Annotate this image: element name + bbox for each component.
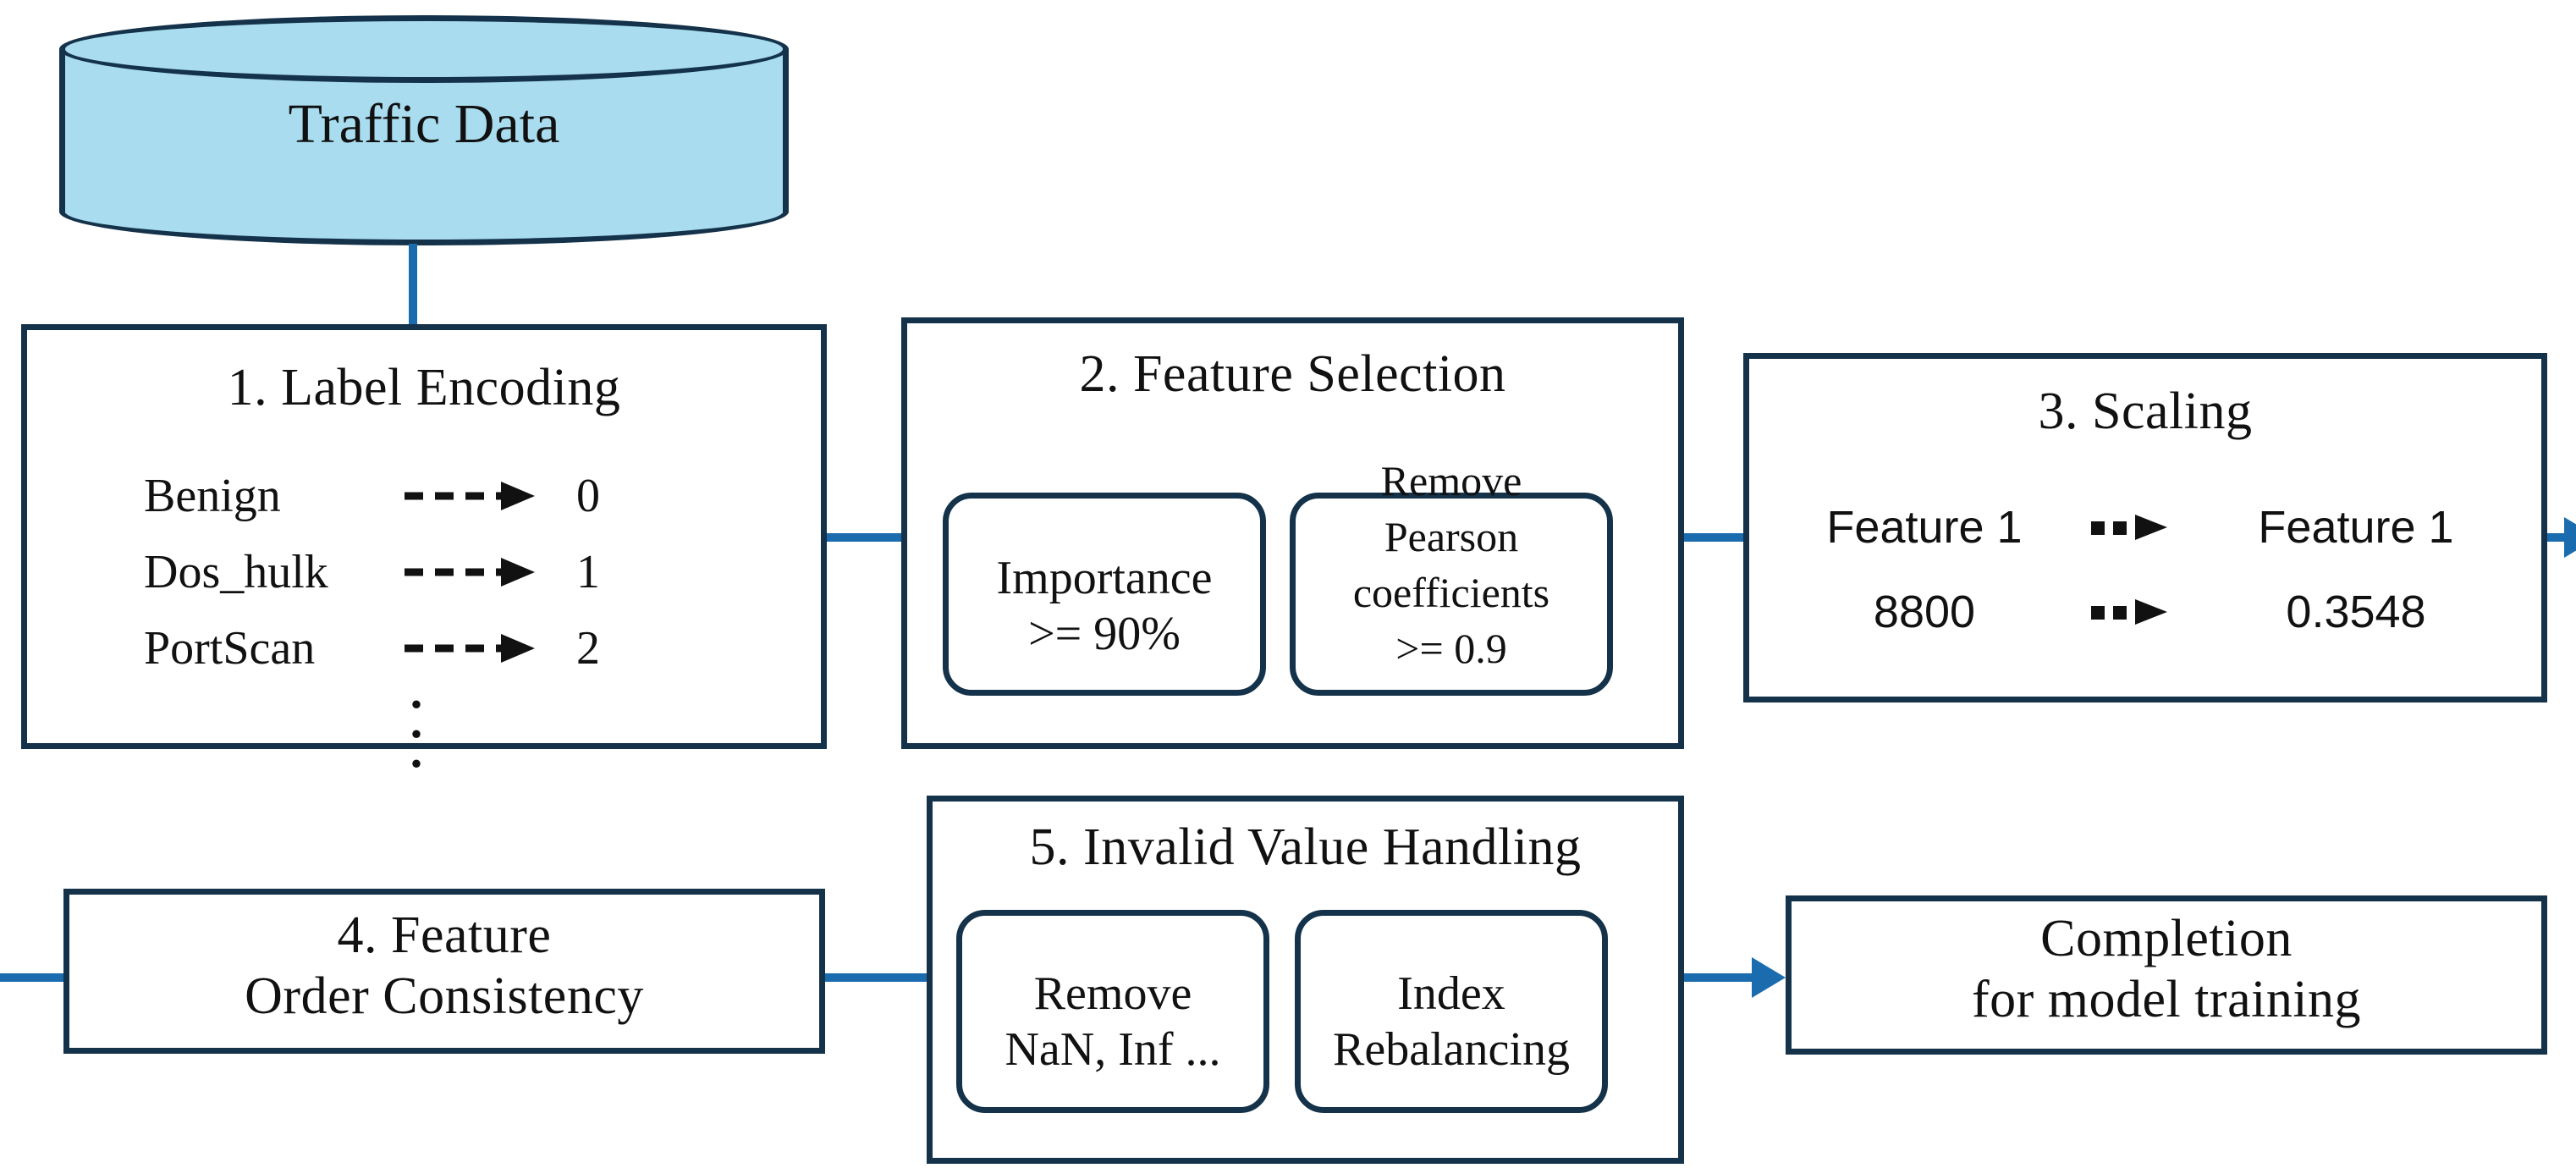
step5-subbox-index-rebalancing: Index Rebalancing (1295, 910, 1608, 1113)
scaling-row: Feature 1 Feature 1 (1785, 501, 2513, 554)
step2-title: 2. Feature Selection (1079, 345, 1506, 403)
step3-title: 3. Scaling (2038, 383, 2253, 440)
label-map-row: PortScan 2 (144, 625, 626, 672)
scaling-output-value: Feature 1 (2258, 502, 2454, 553)
label-map-value: 0 (576, 470, 600, 522)
arrowhead-right-icon (2564, 517, 2576, 558)
label-map-row: Benign 0 (144, 472, 626, 520)
connector-step1-to-step2 (827, 533, 903, 542)
subbox-line: NaN, Inf ... (1005, 1023, 1221, 1076)
subbox-line: Rebalancing (1333, 1023, 1570, 1076)
scaling-row: 8800 0.3548 (1785, 586, 2513, 638)
step2-subbox-pearson: Remove Pearson coefficients >= 0.9 (1290, 458, 1613, 696)
step4-title-line: Order Consistency (245, 967, 644, 1025)
connector-source-to-step1 (409, 244, 417, 328)
subbox-line: Index (1397, 967, 1505, 1020)
label-map-name: Dos_hulk (144, 546, 328, 598)
dashed-arrow-right-icon (398, 479, 550, 513)
step5-title: 5. Invalid Value Handling (1029, 818, 1582, 876)
subbox-line: >= 90% (1028, 608, 1181, 660)
dashed-arrow-right-icon (398, 555, 550, 589)
step5-invalid-value-handling-box: 5. Invalid Value Handling Remove NaN, In… (927, 796, 1684, 1164)
step5-subbox-remove-nan: Remove NaN, Inf ... (956, 910, 1269, 1113)
scaling-input-value: Feature 1 (1826, 502, 2023, 553)
completion-line: for model training (1971, 971, 2362, 1028)
step4-feature-order-consistency-box: 4. Feature Order Consistency (63, 889, 825, 1054)
step4-title-line: 4. Feature (337, 906, 552, 964)
label-map-name: PortScan (144, 622, 316, 675)
traffic-data-label: Traffic Data (288, 93, 560, 155)
connector-step5-to-completion (1684, 973, 1765, 982)
cylinder-top-shape (59, 15, 789, 83)
step2-subbox-importance: Importance >= 90% (943, 493, 1266, 696)
step3-scaling-box: 3. Scaling Feature 1 Feature 1 8800 (1743, 353, 2547, 702)
step1-title: 1. Label Encoding (227, 359, 621, 416)
connector-step2-to-step3 (1684, 533, 1752, 542)
completion-box: Completion for model training (1786, 895, 2547, 1055)
vertical-ellipsis-icon: ... (410, 664, 423, 778)
arrowhead-right-icon (1752, 957, 1786, 998)
dotted-arrow-right-icon (2064, 512, 2208, 543)
dotted-arrow-right-icon (2064, 597, 2208, 627)
scaling-output-value: 0.3548 (2286, 587, 2426, 637)
dashed-arrow-right-icon (398, 631, 550, 665)
scaling-input-value: 8800 (1873, 587, 1976, 637)
label-map-value: 2 (576, 622, 600, 675)
step2-feature-selection-box: 2. Feature Selection Importance >= 90% R… (901, 317, 1684, 749)
connector-step3-to-offscreen (2547, 533, 2569, 542)
subbox-line: >= 0.9 (1395, 625, 1507, 672)
subbox-line: Remove (1033, 967, 1192, 1020)
subbox-line: Remove (1380, 457, 1522, 504)
label-map-value: 1 (576, 546, 600, 598)
connector-offscreen-to-step4 (0, 973, 66, 982)
step1-label-encoding-box: 1. Label Encoding Benign 0 Dos_hulk 1 (21, 324, 827, 774)
subbox-line: Pearson (1384, 513, 1519, 560)
subbox-line: Importance (996, 552, 1213, 604)
label-map-name: Benign (144, 470, 281, 522)
connector-step4-to-step5 (825, 973, 927, 982)
cylinder-seam-mask (65, 178, 783, 213)
completion-line: Completion (2040, 910, 2293, 967)
label-map-row: Dos_hulk 1 (144, 548, 626, 596)
subbox-line: coefficients (1352, 569, 1550, 616)
traffic-data-cylinder: Traffic Data (59, 15, 789, 245)
